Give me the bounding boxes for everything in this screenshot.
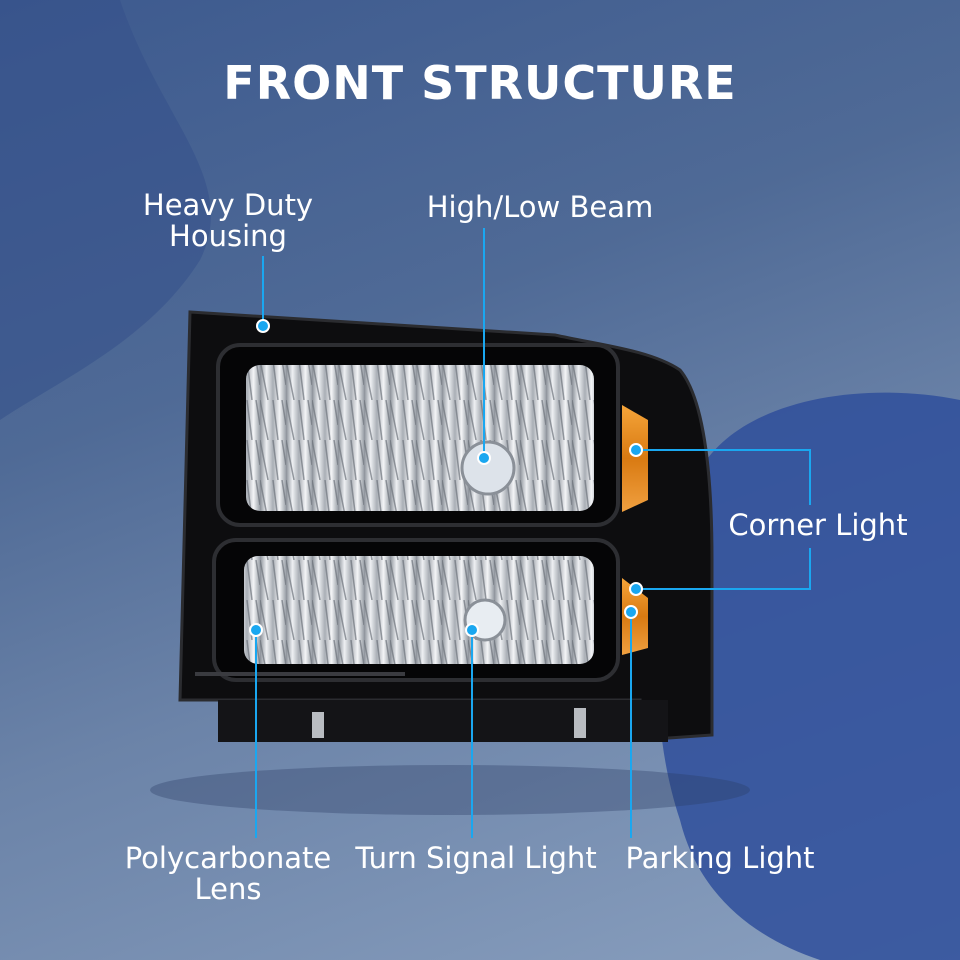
callout-label-beam: High/Low Beam: [426, 190, 654, 224]
callout-dot-corner-lower: [629, 582, 643, 596]
callout-dot-corner: [629, 443, 643, 457]
lens-marking-strip: [195, 672, 405, 676]
callout-label-turn: Turn Signal Light: [355, 841, 597, 875]
bracket-tab-right: [574, 708, 586, 738]
callout-label-lens-line2: Lens: [194, 872, 262, 906]
bracket-tab-left: [312, 712, 324, 738]
callout-dot-housing: [256, 319, 270, 333]
callout-label-housing-line2: Housing: [169, 219, 287, 253]
callout-label-lens: Polycarbonate Lens: [90, 843, 366, 905]
callout-label-lens-line1: Polycarbonate: [124, 841, 332, 875]
mounting-bracket: [218, 700, 668, 742]
callout-dot-lens: [249, 623, 263, 637]
callout-label-housing-line1: Heavy Duty: [142, 188, 314, 222]
callout-dot-turn: [465, 623, 479, 637]
beam-bulb: [460, 440, 516, 496]
callout-line-corner: [636, 449, 811, 505]
background-wave-left: [0, 0, 211, 420]
callout-label-corner: Corner Light: [728, 508, 908, 542]
callout-dot-parking: [624, 605, 638, 619]
polycarbonate-lens: [244, 556, 594, 664]
corner-light-amber: [622, 405, 648, 512]
callout-label-housing: Heavy Duty Housing: [128, 190, 328, 252]
callout-line-corner-lower: [636, 548, 811, 590]
floor-shadow: [150, 765, 750, 815]
callout-dot-beam: [477, 451, 491, 465]
background-blob-right: [658, 392, 960, 960]
page-title: FRONT STRUCTURE: [223, 56, 737, 110]
callout-label-parking: Parking Light: [625, 841, 815, 875]
